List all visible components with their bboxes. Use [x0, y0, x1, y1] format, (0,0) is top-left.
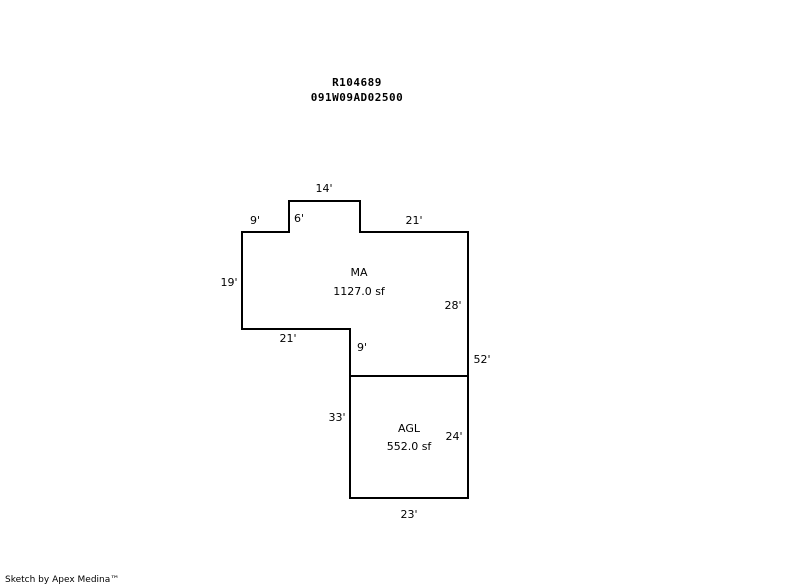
- dim-inner-step: 9': [357, 341, 367, 354]
- dim-main-right: 28': [444, 299, 461, 312]
- main-area-outline: [241, 200, 469, 376]
- dim-full-right: 52': [473, 353, 490, 366]
- garage-outline: [349, 375, 469, 499]
- dim-garage-left: 33': [328, 411, 345, 424]
- sketch-credit: Sketch by Apex Medina™: [5, 575, 120, 585]
- dim-bottom-left: 21': [279, 332, 296, 345]
- dim-top-bump: 14': [315, 182, 332, 195]
- map-number: 091W09AD02500: [310, 91, 404, 104]
- main-area-size: 1127.0 sf: [333, 285, 386, 298]
- main-area-code: MA: [350, 266, 367, 279]
- dim-left-side: 19': [220, 276, 237, 289]
- garage-area-size: 552.0 sf: [387, 440, 433, 453]
- dim-top-right: 21': [405, 214, 422, 227]
- dim-garage-bottom: 23': [400, 508, 417, 521]
- garage-area-code: AGL: [398, 422, 421, 435]
- dim-left-upper: 9': [250, 214, 260, 227]
- dim-bump-left: 6': [294, 212, 304, 225]
- dim-garage-right: 24': [445, 430, 462, 443]
- parcel-id: R104689: [332, 76, 382, 89]
